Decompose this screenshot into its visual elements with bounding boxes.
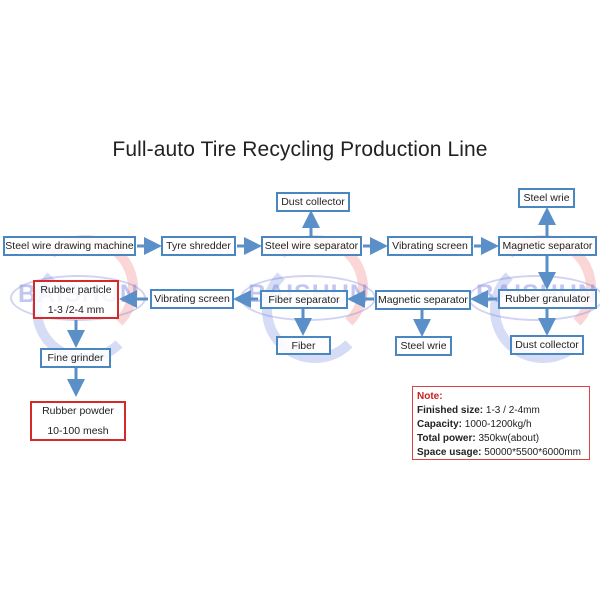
note-heading: Note: [417,391,443,402]
note-item-finished-size: Finished size: 1-3 / 2-4mm [417,405,540,416]
node-tyre-shredder: Tyre shredder [161,236,236,256]
note-item-space-usage: Space usage: 50000*5500*6000mm [417,447,582,458]
rubber-powder-mesh: 10-100 mesh [47,425,109,437]
rubber-particle-label: Rubber particle [40,283,112,296]
specs-note: Note: Finished size: 1-3 / 2-4mm Capacit… [412,386,590,460]
node-rubber-powder: Rubber powder 10-100 mesh [30,401,126,441]
rubber-powder-label: Rubber powder [42,405,114,417]
node-fiber-separator: Fiber separator [260,290,348,309]
node-fine-grinder: Fine grinder [40,348,111,368]
node-dust-collector-bottom: Dust collector [510,335,584,355]
node-dust-collector-top: Dust collector [276,192,350,212]
node-vibrating-screen-bottom: Vibrating screen [150,289,234,309]
node-vibrating-screen-top: Vibrating screen [387,236,473,256]
diagram-title: Full-auto Tire Recycling Production Line [112,138,488,161]
node-fiber: Fiber [276,336,331,355]
node-rubber-particle: Rubber particle 1-3 /2-4 mm [33,280,119,319]
node-magnetic-separator-top: Magnetic separator [498,236,597,256]
node-steel-wire-separator: Steel wire separator [261,236,362,256]
node-rubber-granulator: Rubber granulator [498,289,597,309]
note-item-total-power: Total power: 350kw(about) [417,433,540,444]
node-steel-wire-drawing-machine: Steel wire drawing machine [3,236,136,256]
node-steel-wrie-top: Steel wrie [518,188,575,208]
node-magnetic-separator-bottom: Magnetic separator [375,290,471,310]
rubber-particle-size: 1-3 /2-4 mm [47,303,105,316]
note-item-capacity: Capacity: 1000-1200kg/h [417,419,532,430]
node-steel-wrie-bottom: Steel wrie [395,336,452,356]
